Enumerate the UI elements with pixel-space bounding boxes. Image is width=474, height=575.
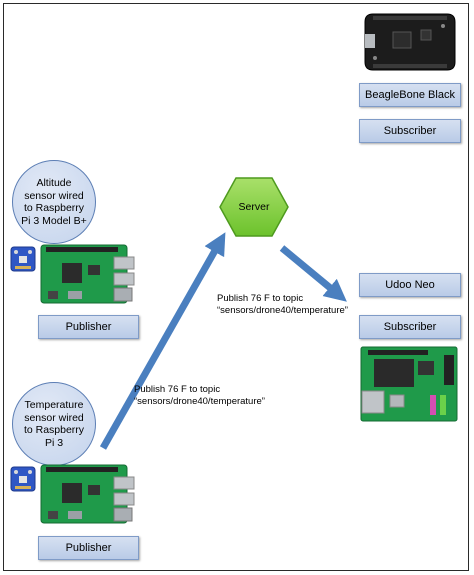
caption-line: “sensors/drone40/temperature” [134,395,265,407]
sensor-breakout-icon [10,246,36,272]
bubble-line: Temperature [24,399,84,411]
sensor-breakout-icon [10,466,36,492]
caption-line: Publish 76 F to topic [134,384,221,395]
arrow-server-to-subscriber [279,245,347,302]
bubble-line: Pi 3 [44,436,64,449]
raspberry-pi-board-icon [40,244,135,304]
bubble-line: Altitude [36,177,72,189]
raspberry-pi-board-icon [40,464,135,524]
bubble-line: to Raspberry [23,424,85,436]
message-to-server-caption: Publish 76 F to topic “sensors/drone40/t… [134,384,265,407]
temperature-sensor-bubble: Temperature sensor wired to Raspberry Pi… [12,382,96,466]
caption-line: “sensors/drone40/temperature” [217,304,348,316]
subscriber-label-1: Subscriber [359,119,461,143]
arrow-publisher-to-server [99,232,226,450]
beaglebone-black-board-icon [364,13,456,71]
server-hexagon-icon [219,177,289,237]
publisher-label-1: Publisher [38,315,139,339]
server-node: Server [219,177,289,237]
altitude-sensor-bubble: Altitude sensor wired to Raspberry Pi 3 … [12,160,96,244]
bubble-line: sensor wired [24,411,84,424]
message-to-subscriber-caption: Publish 76 F to topic “sensors/drone40/t… [217,293,348,316]
publisher-label-2: Publisher [38,536,139,560]
udoo-neo-label: Udoo Neo [359,273,461,297]
udoo-neo-board-icon [360,346,458,422]
diagram-frame [3,3,469,571]
subscriber-label-2: Subscriber [359,315,461,339]
caption-line: Publish 76 F to topic [217,293,304,304]
bubble-line: sensor wired [24,189,84,202]
bubble-line: Pi 3 Model B+ [21,214,87,227]
bubble-line: to Raspberry [23,202,85,214]
beaglebone-label: BeagleBone Black [359,83,461,107]
server-label: Server [238,201,270,213]
